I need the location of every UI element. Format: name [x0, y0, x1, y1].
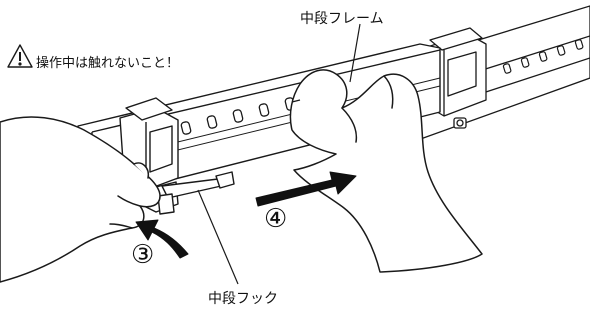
step-3-number: ③ [131, 240, 155, 270]
warning-label: 操作中は触れないこと！ [36, 56, 180, 71]
warning-triangle-icon [7, 44, 33, 68]
middle-hook [157, 171, 235, 215]
frame-label: 中段フレーム [300, 11, 384, 27]
step-4-number: ④ [264, 204, 288, 234]
arrow-step-4 [255, 171, 357, 207]
right-hand [289, 69, 483, 273]
frame-far-slots [502, 39, 584, 74]
left-hand [0, 116, 161, 283]
leader-lines [197, 23, 361, 285]
hook-label: 中段フック [208, 291, 278, 307]
frame-over-hand [291, 99, 301, 103]
arrow-step-3 [135, 219, 189, 259]
